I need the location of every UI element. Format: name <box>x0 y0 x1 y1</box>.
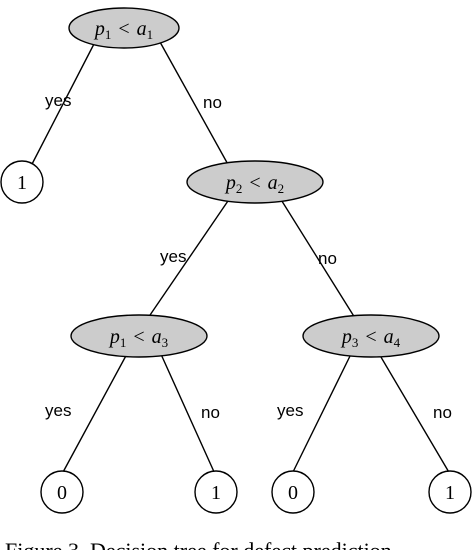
leaf-node-4: 0 <box>271 470 315 514</box>
edge-label-no: no <box>203 93 222 112</box>
leaf-node-shape <box>0 160 44 204</box>
edge-node-4-to-leaf-4 <box>291 351 353 475</box>
edge-label-yes: yes <box>160 247 186 266</box>
edge-label-yes: yes <box>45 401 71 420</box>
tree-edges <box>29 41 451 475</box>
decision-node-shape <box>68 7 180 49</box>
decision-node-shape <box>302 314 440 358</box>
leaf-node-2: 0 <box>40 470 84 514</box>
edge-node-4-to-leaf-5 <box>377 351 451 475</box>
figure-caption: Figure 3. Decision tree for defect predi… <box>5 538 392 550</box>
leaf-node-label: 1 <box>17 172 27 194</box>
leaf-node-1: 1 <box>0 160 44 204</box>
edge-root-to-node-2 <box>159 41 231 169</box>
edge-node-3-to-leaf-2 <box>61 351 129 475</box>
leaf-node-3: 1 <box>194 470 238 514</box>
decision-node-shape <box>186 160 324 204</box>
edge-root-to-leaf-1 <box>29 41 96 169</box>
edge-node-2-to-node-4 <box>279 197 356 319</box>
leaf-node-label: 0 <box>57 482 67 504</box>
decision-node-4: p3<a4 <box>302 314 440 358</box>
leaf-node-label: 0 <box>288 482 298 504</box>
edge-label-yes: yes <box>277 401 303 420</box>
leaf-node-shape <box>428 470 472 514</box>
decision-node-shape <box>70 314 208 358</box>
decision-node-label: p1<a1 <box>93 18 153 42</box>
edge-labels: yes no yes no yes no yes no <box>45 91 452 422</box>
decision-node-root: p1<a1 <box>68 7 180 49</box>
leaf-node-shape <box>194 470 238 514</box>
edge-label-no: no <box>318 249 337 268</box>
edge-label-no: no <box>433 403 452 422</box>
leaf-node-label: 1 <box>211 482 221 504</box>
edge-label-no: no <box>201 403 220 422</box>
decision-node-label: p1<a3 <box>108 326 168 350</box>
leaf-node-shape <box>40 470 84 514</box>
leaf-node-shape <box>271 470 315 514</box>
edge-label-yes: yes <box>45 91 71 110</box>
leaf-node-5: 1 <box>428 470 472 514</box>
edge-node-3-to-leaf-3 <box>159 351 216 475</box>
decision-node-3: p1<a3 <box>70 314 208 358</box>
decision-node-2: p2<a2 <box>186 160 324 204</box>
edge-node-2-to-node-3 <box>147 197 231 319</box>
decision-node-label: p2<a2 <box>224 172 284 196</box>
leaf-node-label: 1 <box>445 482 455 504</box>
decision-node-label: p3<a4 <box>340 326 401 350</box>
